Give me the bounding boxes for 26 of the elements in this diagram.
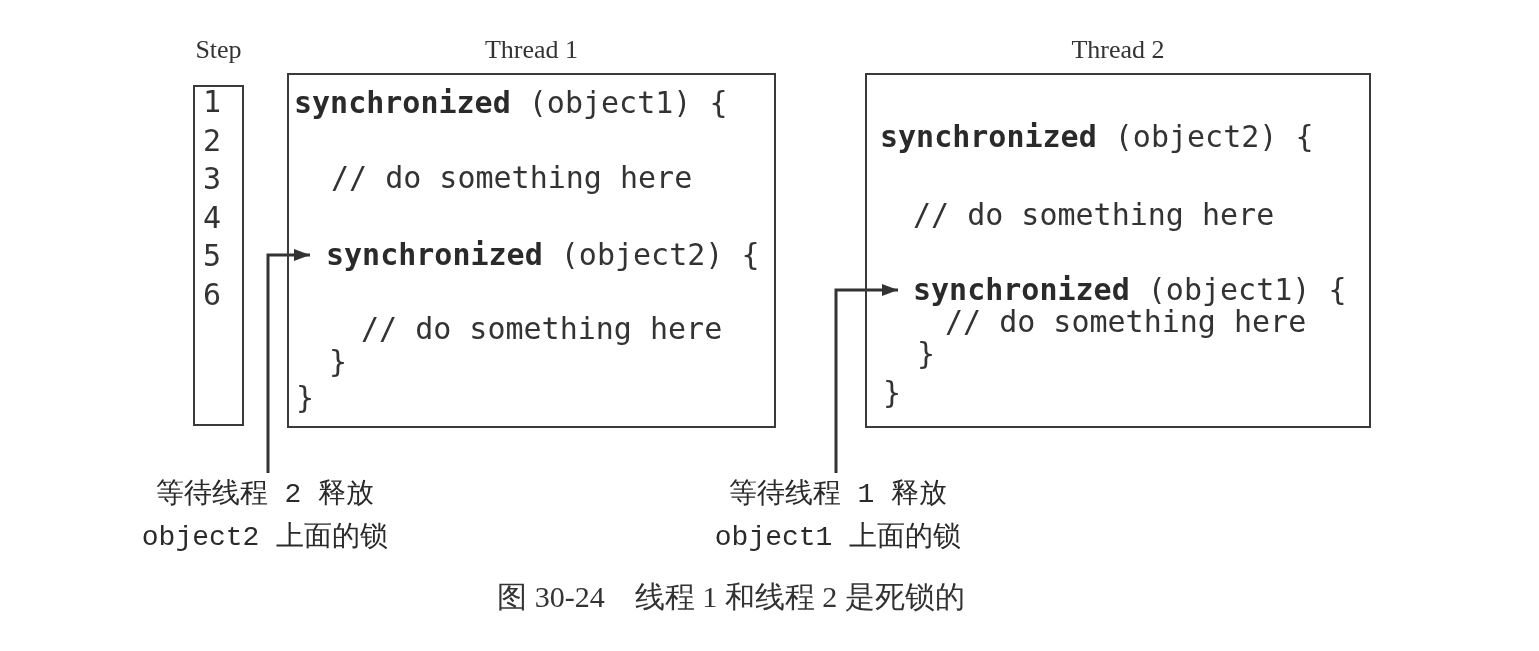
column-heading: Step — [195, 35, 242, 65]
step-number: 5 — [203, 241, 222, 271]
column-heading: Thread 1 — [484, 35, 579, 65]
code-line: synchronized (object1) { — [294, 88, 728, 118]
code-line: // do something here — [913, 200, 1275, 230]
code-line: // do something here — [945, 307, 1307, 337]
code-line: // do something here — [361, 314, 723, 344]
code-line: synchronized (object2) { — [880, 122, 1314, 152]
step-number: 2 — [203, 125, 222, 156]
code-line: } — [329, 347, 348, 377]
code-line: // do something here — [331, 163, 693, 193]
code-line: } — [883, 378, 902, 408]
annotation-text: 等待线程 1 释放 object1 上面的锁 — [703, 473, 973, 559]
figure-caption: 图 30-24 线程 1 和线程 2 是死锁的 — [497, 579, 965, 615]
code-line: } — [917, 339, 936, 369]
code-line: synchronized (object1) { — [898, 275, 1347, 305]
arrow — [834, 284, 898, 473]
column-heading: Thread 2 — [1071, 35, 1165, 65]
code-line: synchronized (object2) { — [310, 240, 760, 270]
step-number: 3 — [203, 164, 222, 194]
step-number: 6 — [203, 279, 222, 310]
step-number: 4 — [203, 202, 222, 233]
code-line: } — [296, 383, 315, 413]
arrow — [266, 249, 310, 473]
step-number: 1 — [203, 87, 222, 117]
annotation-text: 等待线程 2 释放 object2 上面的锁 — [130, 473, 400, 559]
